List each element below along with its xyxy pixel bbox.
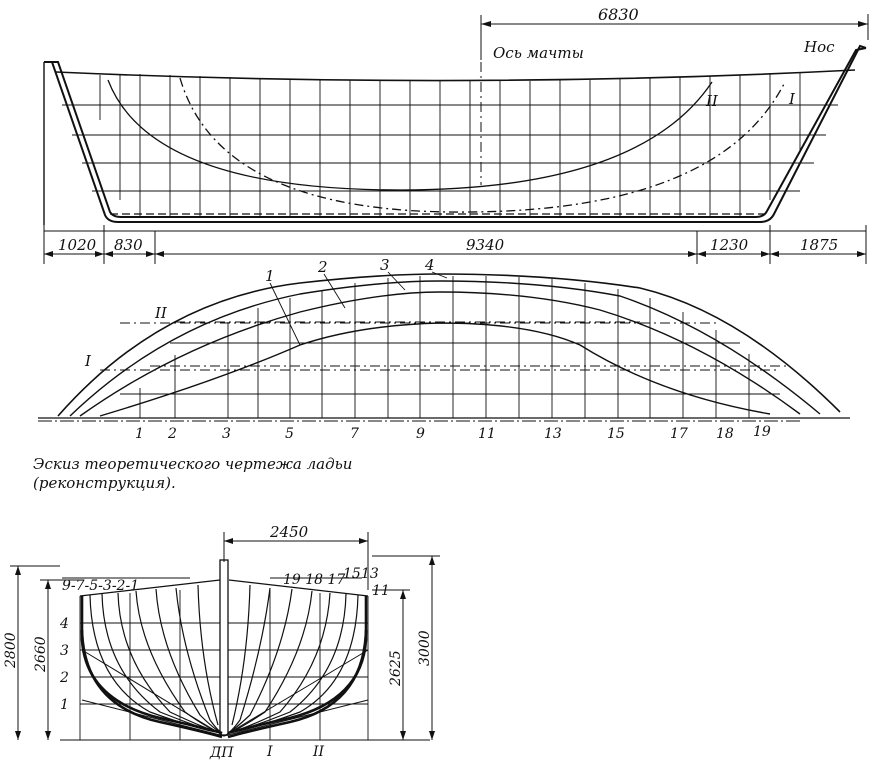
station-num: 19: [753, 424, 771, 440]
dim-9340: 9340: [466, 236, 505, 254]
dim-830: 830: [114, 236, 143, 254]
station-num: 3: [222, 426, 231, 442]
dim-2450: 2450: [269, 523, 309, 541]
body-right-11: 11: [372, 583, 390, 599]
station-numbers: 1 2 3 5 7 9 11 13 15 17 18 19: [135, 424, 771, 442]
caption-line-1: Эскиз теоретического чертежа ладьи: [33, 455, 353, 473]
drawing-caption: Эскиз теоретического чертежа ладьи (реко…: [33, 455, 433, 493]
body-plan-view: 9-7-5-3-2-1 19 18 17 15 13 11 4 3 2 1 ДП…: [3, 523, 440, 761]
station-num: 15: [607, 426, 625, 442]
body-plan-grid: [60, 590, 430, 741]
body-right-13: 13: [361, 566, 379, 582]
right-frames: [227, 584, 368, 735]
body-wl-3: 3: [60, 643, 69, 659]
profile-waterline-grid: [62, 104, 838, 192]
station-num: 7: [350, 426, 359, 442]
half-breadth-waterline-grid: [120, 322, 790, 395]
dim-2625: 2625: [388, 650, 404, 687]
station-num: 2: [167, 426, 177, 442]
wl-label-4: 4: [424, 256, 435, 274]
profile-diag-I: I: [788, 90, 796, 108]
profile-view: 6830 Ось мачты Нос II I 1020 830 9340 12…: [43, 5, 869, 264]
profile-station-grid: [99, 73, 801, 218]
mast-axis-label: Ось мачты: [493, 44, 584, 62]
station-num: 9: [416, 426, 425, 442]
station-num: 11: [478, 426, 496, 442]
bow-label: Нос: [803, 38, 835, 56]
half-breadth-view: 1 2 3 4 II I 1 2 3 5 7 9 11 13 15 17 18 …: [38, 256, 850, 442]
body-diag-II: II: [312, 744, 325, 760]
left-frames: [80, 584, 223, 735]
half-breadth-station-grid: [139, 276, 750, 418]
body-wl-1: 1: [60, 697, 69, 713]
wl-label-2: 2: [317, 258, 328, 276]
station-num: 18: [716, 426, 734, 442]
wl-label-1: 1: [265, 267, 275, 285]
dim-3000: 3000: [417, 630, 433, 666]
station-num: 13: [544, 426, 562, 442]
hb-diag-II: II: [154, 304, 168, 322]
body-right-15: 15: [343, 566, 361, 582]
station-num: 17: [670, 426, 688, 442]
station-num: 5: [285, 426, 294, 442]
hb-diag-I: I: [84, 352, 92, 370]
dim-bow-mast: 6830: [598, 5, 639, 24]
wl-label-3: 3: [380, 256, 390, 274]
body-wl-2: 2: [59, 670, 69, 686]
dim-2800: 2800: [3, 632, 19, 669]
centerline-label: ДП: [209, 745, 234, 761]
caption-line-2: (реконструкция).: [33, 474, 176, 492]
dim-1020: 1020: [58, 236, 97, 254]
body-diag-I: I: [266, 744, 273, 760]
dim-1875: 1875: [800, 236, 838, 254]
dim-2660: 2660: [33, 636, 49, 673]
dim-1230: 1230: [710, 236, 749, 254]
body-left-stations: 9-7-5-3-2-1: [62, 578, 139, 594]
station-num: 1: [135, 426, 144, 442]
body-wl-4: 4: [59, 616, 69, 632]
body-right-stations: 19 18 17: [283, 572, 345, 588]
profile-diag-II: II: [705, 92, 719, 110]
